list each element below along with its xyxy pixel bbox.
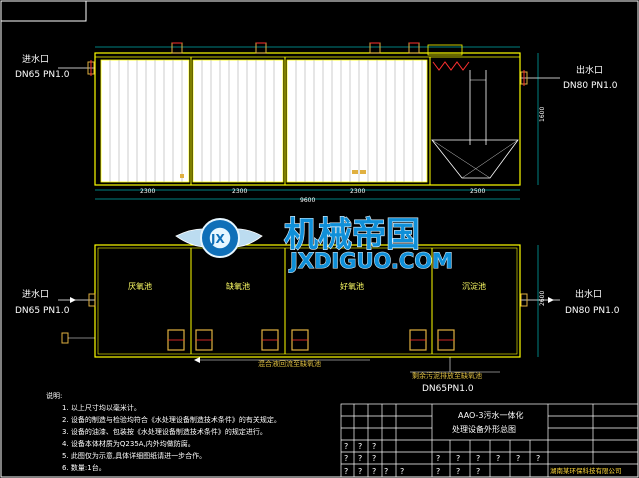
note-line-1: 1. 以上尺寸均以毫米计。 (62, 403, 141, 412)
elevation-view: 1600 2300 2300 2300 2500 9600 进水口 DN65 P… (15, 42, 618, 204)
title-block-placeholder: ? (436, 467, 440, 476)
title-block-placeholder: ? (372, 454, 376, 463)
company-name: 湖南某环保科技有限公司 (550, 466, 622, 475)
tank-label-aerobic: 好氧池 (340, 281, 364, 291)
title-block-placeholder: ? (516, 454, 520, 463)
tank-label-settling: 沉淀池 (462, 281, 486, 291)
tank-label-anoxic: 缺氧池 (226, 281, 250, 291)
watermark: JX 机械帝国 JXDIGUO.COM (175, 214, 454, 274)
drawing-title-line2: 处理设备外形总图 (452, 424, 516, 434)
elevation-tank-frame (94, 52, 521, 186)
media-block-3 (286, 59, 428, 183)
title-block-placeholder: ? (358, 454, 362, 463)
title-block-placeholder: ? (384, 467, 388, 476)
title-block-placeholder: ? (344, 467, 348, 476)
height-dimension: 1600 (539, 107, 546, 122)
title-block-placeholder: ? (372, 442, 376, 451)
corner-box (0, 0, 87, 22)
top-nozzle-right (427, 44, 463, 56)
title-block-placeholder: ? (400, 467, 404, 476)
title-block-placeholders: ???????????????????? (344, 442, 540, 476)
watermark-badge: JX (210, 232, 225, 246)
elevation-inlet-spec: DN65 PN1.0 (15, 70, 70, 80)
title-block-placeholder: ? (456, 454, 460, 463)
drain-spec: DN65PN1.0 (422, 384, 474, 394)
top-nozzles (171, 42, 420, 54)
title-block-placeholder: ? (358, 467, 362, 476)
title-block-placeholder: ? (344, 454, 348, 463)
return-pipe-label: 混合液回流至缺氧池 (258, 359, 321, 368)
note-line-5: 5. 此图仅为示意,具体详细图纸请进一步合作。 (62, 451, 206, 460)
note-line-2: 2. 设备的制造与检验均符合《水处理设备制造技术条件》的有关规定。 (62, 415, 281, 424)
drawing-title-line1: AAO-3污水一体化 (458, 410, 524, 420)
effluent-weir (432, 61, 470, 71)
note-line-3: 3. 设备的油漆、包装按《水处理设备制造技术条件》的规定进行。 (62, 427, 267, 436)
elevation-inlet-label: 进水口 (22, 53, 49, 65)
title-block-placeholder: ? (536, 454, 540, 463)
title-block-placeholder: ? (344, 442, 348, 451)
title-block-placeholder: ? (476, 454, 480, 463)
width-dimension: 2600 (539, 291, 546, 306)
notes: 说明: 1. 以上尺寸均以毫米计。 2. 设备的制造与检验均符合《水处理设备制造… (46, 391, 281, 472)
segment-dim-2: 2300 (232, 188, 247, 195)
settling-hopper (431, 139, 519, 179)
segment-dim-3: 2300 (350, 188, 365, 195)
sludge-pipe-label: 剩余污泥排放至缺氧池 (412, 371, 482, 380)
title-block-placeholder: ? (436, 454, 440, 463)
overall-dim: 9600 (300, 197, 315, 204)
plan-inlet-label: 进水口 (22, 288, 49, 300)
elevation-outlet-spec: DN80 PN1.0 (563, 81, 618, 91)
title-block-placeholder: ? (456, 467, 460, 476)
title-block-placeholder: ? (476, 467, 480, 476)
media-block-1 (100, 59, 190, 183)
title-block (340, 403, 639, 478)
plan-outlet-spec: DN80 PN1.0 (565, 306, 620, 316)
plan-outlet-label: 出水口 (575, 288, 602, 300)
note-line-6: 6. 数量:1台。 (62, 463, 106, 472)
title-block-placeholder: ? (372, 467, 376, 476)
plan-inlet-spec: DN65 PN1.0 (15, 306, 70, 316)
segment-dim-1: 2300 (140, 188, 155, 195)
bottom-fittings (180, 170, 366, 178)
notes-heading: 说明: (46, 391, 62, 400)
elevation-outlet-label: 出水口 (576, 64, 603, 76)
note-line-4: 4. 设备本体材质为Q235A,内外均做防腐。 (62, 439, 195, 448)
tank-label-anaerobic: 厌氧池 (128, 281, 152, 291)
title-block-placeholder: ? (358, 442, 362, 451)
title-block-placeholder: ? (496, 454, 500, 463)
segment-dim-4: 2500 (470, 188, 485, 195)
plan-view: 厌氧池 缺氧池 好氧池 沉淀池 混合液回流至缺氧池 (15, 244, 620, 394)
watermark-cn: 机械帝国 (284, 215, 420, 255)
watermark-en: JXDIGUO.COM (288, 249, 453, 273)
